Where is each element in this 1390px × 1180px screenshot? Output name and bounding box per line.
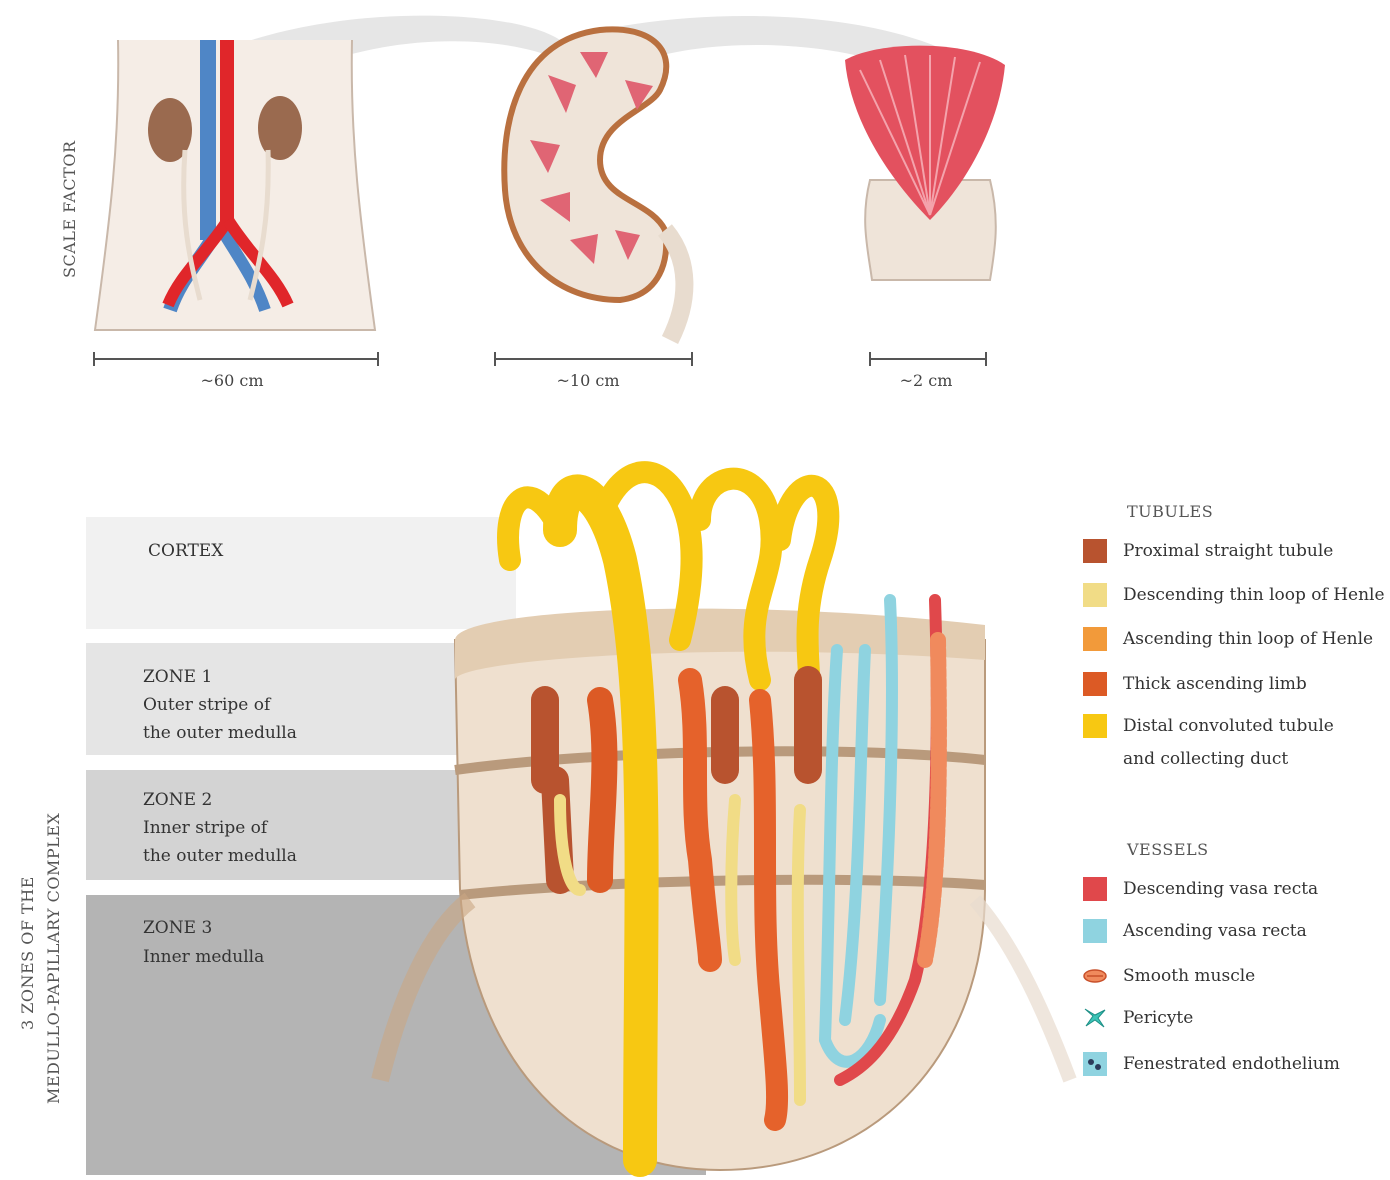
zone-3-name: ZONE 3 bbox=[143, 914, 212, 942]
zones-title-line-2: MEDULLO-PAPILLARY COMPLEX bbox=[44, 813, 63, 1104]
legend-label: Ascending thin loop of Henle bbox=[1123, 622, 1373, 656]
legend-item-thick-ascending-limb: Thick ascending limb bbox=[1083, 671, 1307, 697]
legend-item-pericyte: Pericyte bbox=[1083, 1005, 1193, 1031]
papilla-illustration bbox=[845, 46, 1005, 280]
swatch-distal bbox=[1083, 714, 1107, 738]
legend-item-fenestrated-endothelium: Fenestrated endothelium bbox=[1083, 1051, 1340, 1077]
legend-label: Pericyte bbox=[1123, 1001, 1193, 1035]
legend-label: Proximal straight tubule bbox=[1123, 534, 1333, 568]
swatch-ascending-thin bbox=[1083, 627, 1107, 651]
legend-item-descending-vasa-recta: Descending vasa recta bbox=[1083, 876, 1318, 902]
legend-label: Smooth muscle bbox=[1123, 959, 1255, 993]
scale-label-torso: ~60 cm bbox=[152, 371, 312, 390]
zone-cortex-name: CORTEX bbox=[148, 537, 223, 565]
legend-item-descending-thin-loop: Descending thin loop of Henle bbox=[1083, 582, 1385, 608]
legend-item-smooth-muscle: Smooth muscle bbox=[1083, 963, 1255, 989]
swatch-descending-vasa bbox=[1083, 877, 1107, 901]
legend-label: Ascending vasa recta bbox=[1123, 914, 1307, 948]
scale-bars bbox=[94, 352, 986, 366]
pericyte-icon bbox=[1083, 1006, 1107, 1030]
legend-label-continuation: and collecting duct bbox=[1123, 742, 1288, 776]
legend-item-distal-convoluted-tubule: Distal convoluted tubule bbox=[1083, 713, 1334, 739]
zones-title-line-1: 3 ZONES OF THE bbox=[18, 876, 37, 1030]
band-cortex bbox=[86, 517, 516, 629]
scale-factor-title: SCALE FACTOR bbox=[60, 141, 79, 279]
legend-label: Descending thin loop of Henle bbox=[1123, 578, 1385, 612]
scale-label-papilla: ~2 cm bbox=[846, 371, 1006, 390]
zone-1-name: ZONE 1 bbox=[143, 663, 212, 691]
legend-tubules-title: TUBULES bbox=[1127, 502, 1213, 521]
swatch-ascending-vasa bbox=[1083, 919, 1107, 943]
kidney-illustration bbox=[504, 29, 684, 340]
legend-item-ascending-thin-loop: Ascending thin loop of Henle bbox=[1083, 626, 1373, 652]
swatch-thick-ascending bbox=[1083, 672, 1107, 696]
legend-label: Thick ascending limb bbox=[1123, 667, 1307, 701]
smooth-muscle-icon bbox=[1083, 964, 1107, 988]
legend-label: Descending vasa recta bbox=[1123, 872, 1318, 906]
swatch-descending-thin bbox=[1083, 583, 1107, 607]
endothelium-icon bbox=[1083, 1052, 1107, 1076]
scale-label-kidney: ~10 cm bbox=[508, 371, 668, 390]
legend-vessels-title: VESSELS bbox=[1127, 840, 1209, 859]
zone-1-line-1: Outer stripe of bbox=[143, 691, 270, 719]
legend-item-ascending-vasa-recta: Ascending vasa recta bbox=[1083, 918, 1307, 944]
zone-2-line-2: the outer medulla bbox=[143, 842, 297, 870]
zone-2-name: ZONE 2 bbox=[143, 786, 212, 814]
zone-3-line-1: Inner medulla bbox=[143, 943, 264, 971]
zone-2-line-1: Inner stripe of bbox=[143, 814, 267, 842]
torso-illustration bbox=[95, 40, 375, 330]
legend-label: Distal convoluted tubule bbox=[1123, 709, 1334, 743]
swatch-proximal bbox=[1083, 539, 1107, 563]
legend-item-proximal-straight-tubule: Proximal straight tubule bbox=[1083, 538, 1333, 564]
legend-label: Fenestrated endothelium bbox=[1123, 1047, 1340, 1081]
zone-1-line-2: the outer medulla bbox=[143, 719, 297, 747]
